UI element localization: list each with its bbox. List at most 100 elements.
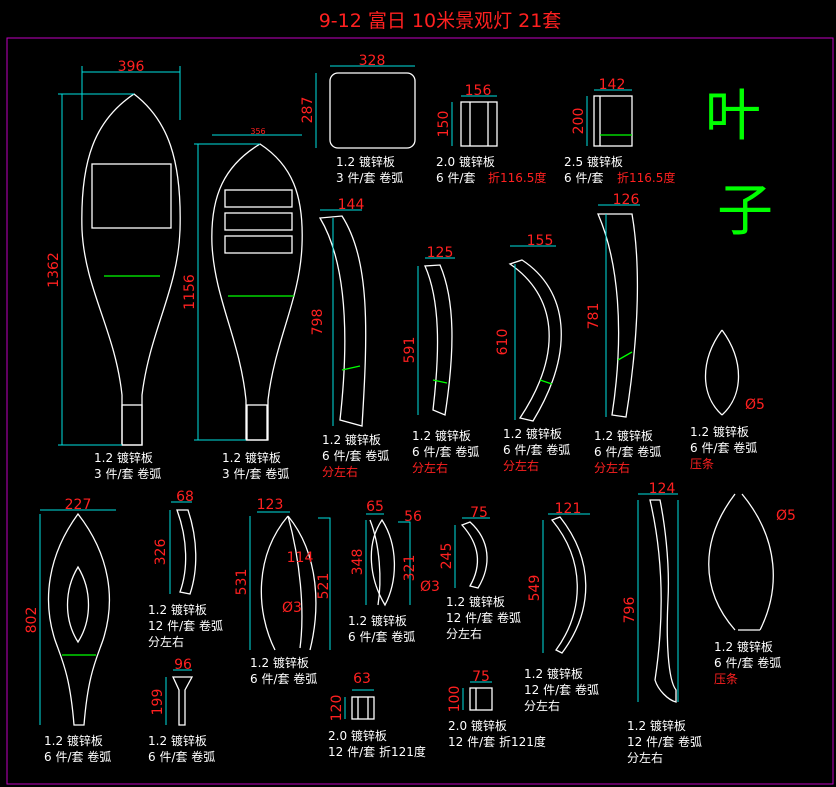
part-19-l2: 12 件/套 卷弧 [627, 734, 702, 749]
dim-18: 121 [555, 501, 582, 517]
part-15-l1: 2.0 镀锌板 [328, 729, 387, 743]
dimension-lines [39, 65, 679, 725]
dim-0: 396 [118, 59, 145, 75]
dim-19: 124 [649, 481, 676, 497]
part-8-l2: 6 件/套 卷弧 [594, 444, 661, 459]
part-11-l2: 12 件/套 卷弧 [148, 618, 223, 633]
part-4-l2: 6 件/套 [564, 171, 604, 185]
part-2-l2: 3 件/套 卷弧 [336, 170, 403, 185]
hdim-11: 326 [153, 539, 169, 566]
dim-4: 142 [599, 77, 626, 93]
part-15-shape [351, 696, 375, 720]
part-17-shape [469, 687, 493, 711]
hdim-4: 200 [571, 108, 587, 135]
dim-11: 68 [176, 489, 194, 505]
part-7-l2: 6 件/套 卷弧 [503, 442, 570, 457]
part-13-l1: 1.2 镀锌板 [250, 656, 309, 670]
part-7-shape [508, 259, 562, 422]
part-6-note: 分左右 [412, 460, 448, 475]
part-8-note: 分左右 [594, 460, 630, 475]
part-18-l2: 12 件/套 卷弧 [524, 682, 599, 697]
hdim-10: 802 [24, 607, 40, 634]
dim-15: 63 [353, 671, 371, 687]
hdim-15: 120 [329, 695, 345, 722]
part-13-l2: 6 件/套 卷弧 [250, 671, 317, 686]
dim-17: 75 [472, 669, 490, 685]
part-20-note: 压条 [714, 672, 738, 686]
part-18-shape [550, 516, 587, 654]
hdim-18: 549 [527, 575, 543, 602]
dim-2: 328 [359, 53, 386, 69]
hdim-2: 287 [300, 97, 316, 124]
part-8-shape [597, 213, 639, 418]
part-3-l2: 6 件/套 [436, 171, 476, 185]
part-8-l1: 1.2 镀锌板 [594, 429, 653, 443]
part-14-l2: 6 件/套 卷弧 [348, 629, 415, 644]
part-17-l2: 12 件/套 折121度 [448, 734, 546, 749]
part-10-l1: 1.2 镀锌板 [44, 734, 103, 748]
part-12-shape [171, 676, 194, 726]
hdim-14: 348 [350, 549, 366, 576]
dim-13: 123 [257, 497, 284, 513]
extra-13-c: Ø3 [282, 600, 302, 616]
hdim-8: 781 [586, 303, 602, 330]
hdim-6: 591 [402, 337, 418, 364]
part-12-l2: 6 件/套 卷弧 [148, 749, 215, 764]
part-10-shape [47, 512, 111, 726]
extra-13-b: 521 [316, 573, 332, 600]
hdim-7: 610 [495, 329, 511, 356]
part-7-note: 分左右 [503, 458, 539, 473]
part-20-shape [708, 493, 774, 631]
part-6-l1: 1.2 镀锌板 [412, 429, 471, 443]
part-0-l1: 1.2 镀锌板 [94, 451, 153, 465]
part-15-l2: 12 件/套 折121度 [328, 744, 426, 759]
hdim-0: 1362 [46, 252, 62, 288]
part-0-l2: 3 件/套 卷弧 [94, 466, 161, 481]
hdim-13: 531 [234, 569, 250, 596]
part-17-l1: 2.0 镀锌板 [448, 719, 507, 733]
part-12-l1: 1.2 镀锌板 [148, 734, 207, 748]
hdim-17: 100 [447, 686, 463, 713]
part-18-note: 分左右 [524, 698, 560, 713]
side-label-1: 叶 [705, 84, 761, 149]
part-3-note: 折116.5度 [488, 170, 546, 185]
part-1-l1: 1.2 镀锌板 [222, 451, 281, 465]
part-3-shape [460, 101, 498, 147]
part-11-note: 分左右 [148, 634, 184, 649]
part-2-l1: 1.2 镀锌板 [336, 155, 395, 169]
part-9-note: 压条 [690, 457, 714, 471]
dim-10: 227 [65, 497, 92, 513]
part-5-l2: 6 件/套 卷弧 [322, 448, 389, 463]
dim-12: 96 [174, 657, 192, 673]
part-18-l1: 1.2 镀锌板 [524, 667, 583, 681]
part-9-l2: 6 件/套 卷弧 [690, 440, 757, 455]
part-16-shape [460, 521, 488, 589]
part-16-l2: 12 件/套 卷弧 [446, 610, 521, 625]
part-4-l1: 2.5 镀锌板 [564, 155, 623, 169]
extra-14-b: 321 [402, 555, 418, 582]
part-4-note: 折116.5度 [617, 170, 675, 185]
part-7-l1: 1.2 镀锌板 [503, 427, 562, 441]
part-1-l2: 3 件/套 卷弧 [222, 466, 289, 481]
drawing-title: 9-12 富日 10米景观灯 21套 [319, 10, 562, 32]
dim-5: 144 [338, 197, 365, 213]
part-14-l1: 1.2 镀锌板 [348, 614, 407, 628]
part-14-shape [369, 518, 396, 607]
hdim-12: 199 [150, 689, 166, 716]
part-10-l2: 6 件/套 卷弧 [44, 749, 111, 764]
part-16-note: 分左右 [446, 626, 482, 641]
dim-9: Ø5 [745, 397, 765, 413]
hdim-5: 798 [310, 309, 326, 336]
dim-16: 75 [470, 505, 488, 521]
part-3-l1: 2.0 镀锌板 [436, 155, 495, 169]
part-19-shape [649, 499, 677, 703]
dim-3: 156 [465, 83, 492, 99]
dimension-texts: 396 1362 356 1156 328 287 156 150 142 20… [24, 53, 796, 721]
hdim-19: 796 [622, 597, 638, 624]
part-16-l1: 1.2 镀锌板 [446, 595, 505, 609]
side-label-2: 子 [717, 179, 773, 244]
part-9-shape [704, 329, 740, 416]
part-6-shape [424, 264, 453, 416]
